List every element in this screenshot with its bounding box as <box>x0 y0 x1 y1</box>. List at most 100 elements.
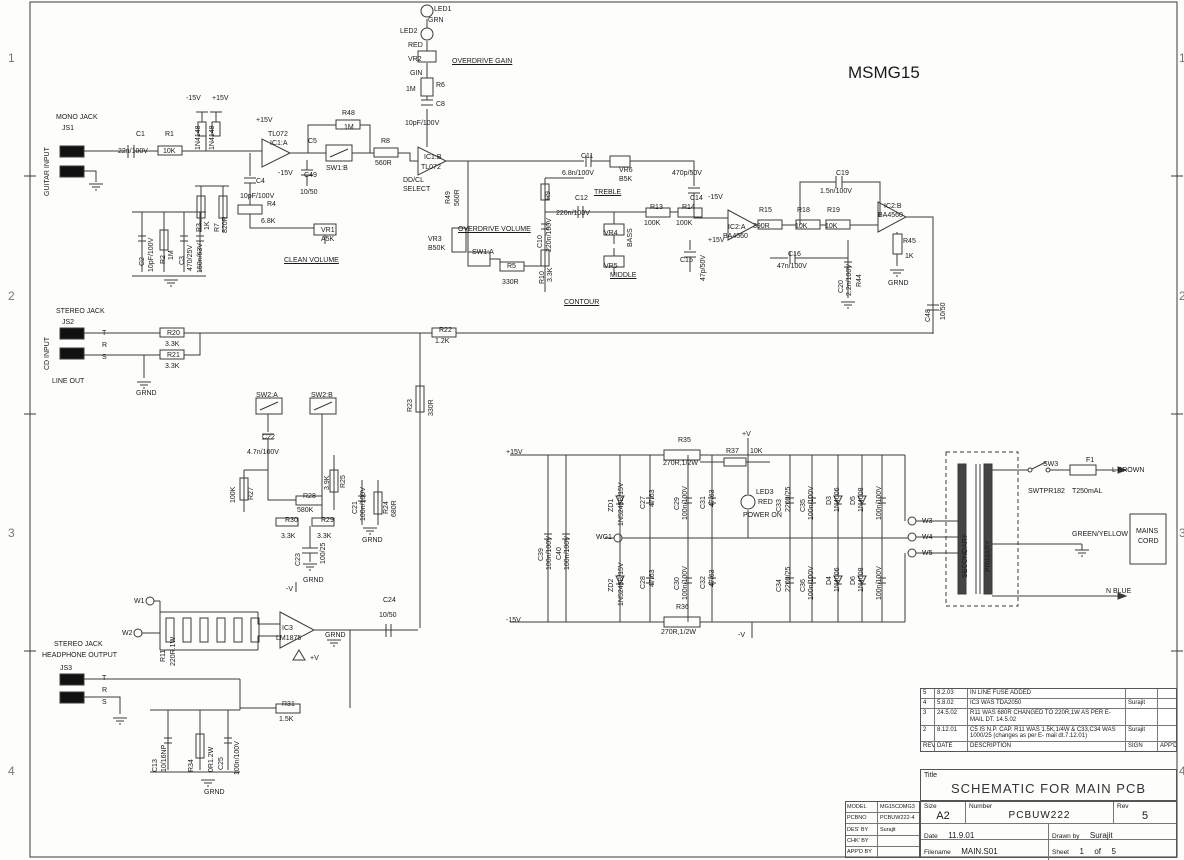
schematic-label: R48 <box>342 110 355 117</box>
schematic-label: GUITAR INPUT <box>44 147 51 196</box>
number-label: Number <box>969 803 993 810</box>
schematic-label: 1M <box>168 250 175 260</box>
schematic-label: C34 <box>776 579 783 592</box>
schematic-label: SW1:B <box>326 165 348 172</box>
revision-header-cell: APP'D <box>1160 743 1176 750</box>
schematic-label: C33 <box>776 499 783 512</box>
model-row: MODEL MG15CDMG3 <box>846 802 919 813</box>
rev-value: 5 <box>1141 810 1149 822</box>
schematic-label: LM1875 <box>276 635 302 642</box>
schematic-label: R14 <box>682 204 695 211</box>
schematic-label: 0R1.2W <box>208 746 215 772</box>
schematic-label: JS2 <box>62 319 75 326</box>
schematic-label: C8 <box>436 101 445 108</box>
number-value: PCBUW222 <box>1008 810 1071 821</box>
schematic-label: JS3 <box>60 665 73 672</box>
schematic-label: R35 <box>678 437 691 444</box>
schematic-label: 10/50 <box>379 612 397 619</box>
schematic-label: C15 <box>680 257 693 264</box>
schematic-label: 100n/100V <box>546 536 553 570</box>
schematic-label: LED3 <box>756 489 774 496</box>
schematic-label: -15V <box>186 95 201 102</box>
opamp-ic2b-symbol <box>877 201 908 233</box>
schematic-label: 1N4008 <box>858 487 865 512</box>
schematic-label: R19 <box>827 207 840 214</box>
opamp-ic2a-symbol <box>727 209 758 241</box>
warning-triangle-symbol <box>292 649 306 661</box>
schematic-label: CONTOUR <box>564 299 600 306</box>
schematic-label: R11 <box>160 649 167 662</box>
schematic-label: C23 <box>295 553 302 566</box>
schematic-label: 330R <box>502 279 519 286</box>
pcbno-row: PCBNO PCBUW222-4 <box>846 812 919 824</box>
schematic-label: LINE OUT <box>52 378 85 385</box>
schematic-label: DD/CL <box>403 177 425 184</box>
schematic-label: R13 <box>650 204 663 211</box>
schematic-label: C5 <box>308 138 317 145</box>
schematic-label: 100K <box>230 486 237 503</box>
schematic-label: 580K <box>297 507 314 514</box>
schematic-label: 3.3K <box>317 533 332 540</box>
schematic-label: 100n/100V <box>360 487 367 521</box>
schematic-label: R36 <box>676 604 689 611</box>
filename-cell: Filename MAIN.S01 <box>921 840 1049 860</box>
schematic-label: VR2 <box>408 56 422 63</box>
drawing-title: SCHEMATIC FOR MAIN PCB <box>950 781 1147 796</box>
schematic-label: W5 <box>922 550 933 557</box>
schematic-label: C49 <box>304 172 317 179</box>
schematic-label: 10pF/100V <box>405 120 440 127</box>
schematic-label: C14 <box>690 195 703 202</box>
schematic-label: R7 <box>214 223 221 232</box>
schematic-label: 1.5K <box>279 716 294 723</box>
schematic-label: RED <box>408 42 423 49</box>
revision-cell-appd <box>1158 699 1176 708</box>
schematic-label: 220n/100V <box>556 210 590 217</box>
schematic-label: 47/63 <box>709 489 716 507</box>
schematic-label: C48 <box>925 309 932 322</box>
schematic-label: MSMG15 <box>848 63 920 82</box>
schematic-label: W2 <box>122 630 133 637</box>
schematic-label: 470p/50V <box>672 170 702 177</box>
schematic-label: C4 <box>256 178 265 185</box>
schematic-label: R24 <box>383 501 390 514</box>
schematic-label: S <box>102 699 107 706</box>
schematic-label: 100n/100V <box>876 486 883 520</box>
schematic-label: D6 <box>850 576 857 585</box>
schematic-label: 1K <box>204 221 211 230</box>
chkby-label: CHK' BY <box>846 835 878 846</box>
schematic-label: 220n/100V <box>546 218 553 252</box>
schematic-label: R6 <box>436 82 445 89</box>
desby-value: Surajit <box>880 826 896 833</box>
schematic-label: 10/50 <box>300 189 318 196</box>
appdby-row: APP'D BY <box>846 845 919 858</box>
schematic-label: 3.3K <box>281 533 296 540</box>
schematic-label: 820R <box>222 216 229 233</box>
revision-cell-rev: 5 <box>921 689 935 698</box>
schematic-label: TL072 <box>421 164 441 171</box>
schematic-label: B5K <box>619 176 633 183</box>
schematic-label: 47/63 <box>649 569 656 587</box>
schematic-label: C29 <box>674 497 681 510</box>
schematic-label: IC2:B <box>884 203 902 210</box>
schematic-label: C16 <box>788 251 801 258</box>
schematic-label: GRND <box>303 577 324 584</box>
chkby-row: CHK' BY <box>846 834 919 846</box>
schematic-label: -V <box>738 632 745 639</box>
schematic-label: R15 <box>759 207 772 214</box>
schematic-label: C1 <box>136 131 145 138</box>
schematic-label: R <box>102 687 108 694</box>
schematic-label: -15V <box>708 194 723 201</box>
opamp-ic1a-symbol <box>261 138 292 168</box>
schematic-label: R2 <box>160 255 167 264</box>
revision-header-cell: REV <box>923 742 935 752</box>
schematic-label: 47n/100V <box>777 263 807 270</box>
schematic-label: IC1:B <box>424 154 442 161</box>
schematic-label: R20 <box>167 330 180 337</box>
schematic-label: 1N4006 <box>834 487 841 512</box>
schematic-label: 2200/25 <box>785 486 792 512</box>
size-value: A2 <box>936 810 950 822</box>
schematic-label: R27 <box>248 487 255 500</box>
revision-cell-description: R11 WAS 680R CHANGED TO 220R,1W AS PER E… <box>968 708 1126 725</box>
schematic-label: W1 <box>134 598 145 605</box>
revision-header-cell: DATE <box>935 742 968 752</box>
